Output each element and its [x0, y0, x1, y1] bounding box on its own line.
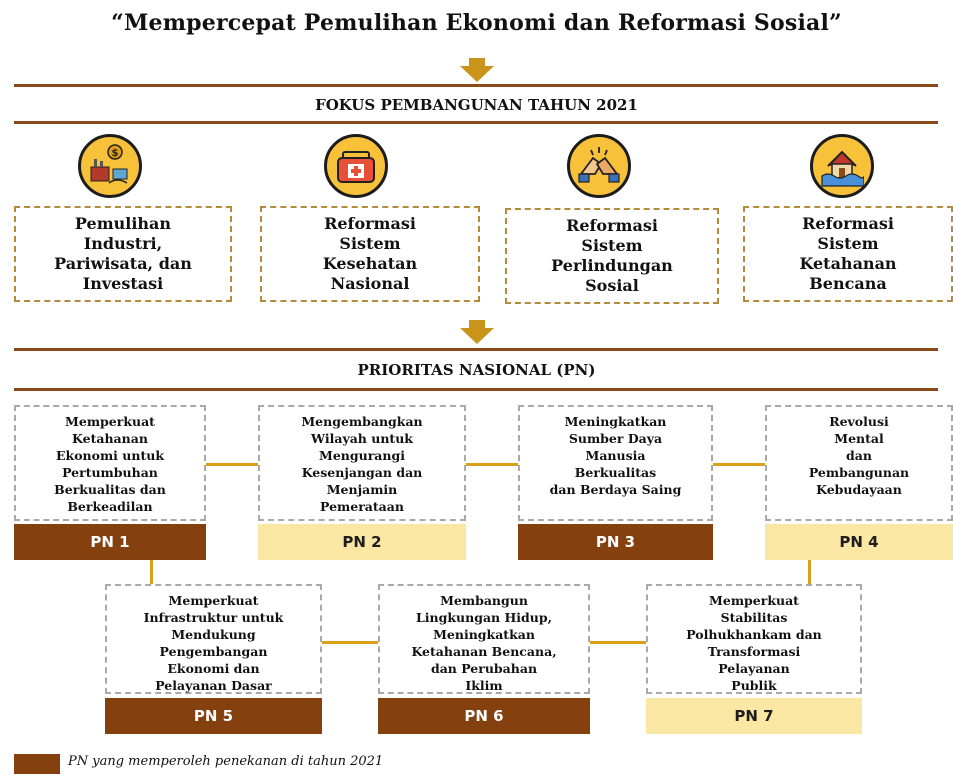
- down-arrow-icon: [460, 66, 494, 82]
- fokus-item-2: Reformasi Sistem Kesehatan Nasional: [260, 206, 480, 302]
- fokus-item-1: Pemulihan Industri, Pariwisata, dan Inve…: [14, 206, 232, 302]
- pn1-text: Memperkuat Ketahanan Ekonomi untuk Pertu…: [14, 405, 206, 521]
- pn4-text: Revolusi Mental dan Pembangunan Kebudaya…: [765, 405, 953, 521]
- fokus-item-4: Reformasi Sistem Ketahanan Bencana: [743, 206, 953, 302]
- flooded-house-icon: [810, 134, 874, 198]
- fokus-heading: FOKUS PEMBANGUNAN TAHUN 2021: [315, 96, 638, 114]
- prioritas-top-rule: [14, 348, 938, 351]
- connector-pn5-pn6: [322, 641, 378, 644]
- pn6-text: Membangun Lingkungan Hidup, Meningkatkan…: [378, 584, 590, 694]
- connector-pn2-pn3: [466, 463, 518, 466]
- fokus-item-3: Reformasi Sistem Perlindungan Sosial: [505, 208, 719, 304]
- down-arrow-icon-2: [460, 328, 494, 344]
- pn2-tag: PN 2: [258, 524, 466, 560]
- pn7-tag: PN 7: [646, 698, 862, 734]
- connector-pn1-pn5: [150, 558, 153, 584]
- prioritas-rule: [14, 388, 938, 391]
- diagram-title: “Mempercepat Pemulihan Ekonomi dan Refor…: [111, 10, 842, 36]
- down-arrow-stem-2: [469, 320, 485, 328]
- pn3-text: Meningkatkan Sumber Daya Manusia Berkual…: [518, 405, 713, 521]
- top-rule: [14, 84, 938, 87]
- medical-kit-icon: [324, 134, 388, 198]
- down-arrow-stem: [469, 58, 485, 66]
- fokus-rule: [14, 121, 938, 124]
- prioritas-heading: PRIORITAS NASIONAL (PN): [357, 361, 596, 379]
- connector-pn4-pn7: [808, 558, 811, 584]
- pn1-tag: PN 1: [14, 524, 206, 560]
- pn5-text: Memperkuat Infrastruktur untuk Mendukung…: [105, 584, 322, 694]
- legend-text: PN yang memperoleh penekanan di tahun 20…: [68, 754, 384, 769]
- industry-money-icon: $: [78, 134, 142, 198]
- pn4-tag: PN 4: [765, 524, 953, 560]
- pn5-tag: PN 5: [105, 698, 322, 734]
- pn3-tag: PN 3: [518, 524, 713, 560]
- legend-swatch: [14, 754, 60, 774]
- svg-text:$: $: [112, 148, 119, 159]
- connector-pn3-pn4: [713, 463, 765, 466]
- pn7-text: Memperkuat Stabilitas Polhukhankam dan T…: [646, 584, 862, 694]
- connector-pn1-pn2: [206, 463, 258, 466]
- connector-pn6-pn7: [590, 641, 646, 644]
- pn2-text: Mengembangkan Wilayah untuk Mengurangi K…: [258, 405, 466, 521]
- pn6-tag: PN 6: [378, 698, 590, 734]
- handshake-icon: [567, 134, 631, 198]
